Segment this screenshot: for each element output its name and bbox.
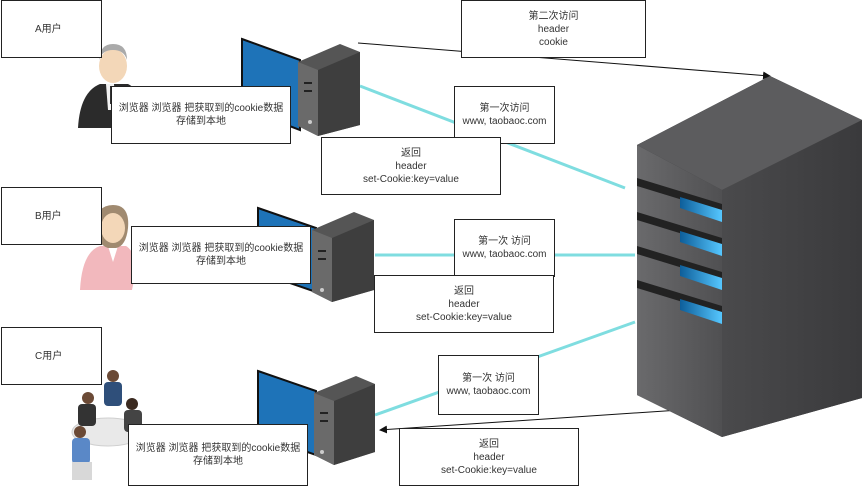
user-b-box: B用户 <box>1 187 102 245</box>
user-b-label: B用户 <box>35 211 62 222</box>
person-b-icon <box>80 205 135 290</box>
main-server-icon <box>637 76 862 437</box>
request-c-box: 第一次 访问 www, taobaoc.com <box>438 355 539 415</box>
user-a-browser-note: 浏览器 浏览器 把获取到的cookie数据存储到本地 <box>111 86 291 144</box>
user-b-browser-note: 浏览器 浏览器 把获取到的cookie数据存储到本地 <box>131 226 311 284</box>
user-a-label: A用户 <box>35 24 62 35</box>
response-c-arrow <box>379 409 681 434</box>
user-c-label: C用户 <box>35 351 63 362</box>
response-c-box: 返回 header set-Cookie:key=value <box>399 428 579 486</box>
second-visit-box: 第二次访问 header cookie <box>461 0 646 58</box>
user-c-browser-note: 浏览器 浏览器 把获取到的cookie数据存储到本地 <box>128 424 308 486</box>
request-b-box: 第一次 访问 www, taobaoc.com <box>454 219 555 277</box>
response-b-box: 返回 header set-Cookie:key=value <box>374 275 554 333</box>
meeting-group-icon <box>71 370 145 480</box>
response-a-box: 返回 header set-Cookie:key=value <box>321 137 501 195</box>
request-a-box: 第一次访问 www, taobaoc.com <box>454 86 555 144</box>
user-c-box: C用户 <box>1 327 102 385</box>
second-visit-arrow <box>357 42 771 80</box>
user-a-box: A用户 <box>1 0 102 58</box>
